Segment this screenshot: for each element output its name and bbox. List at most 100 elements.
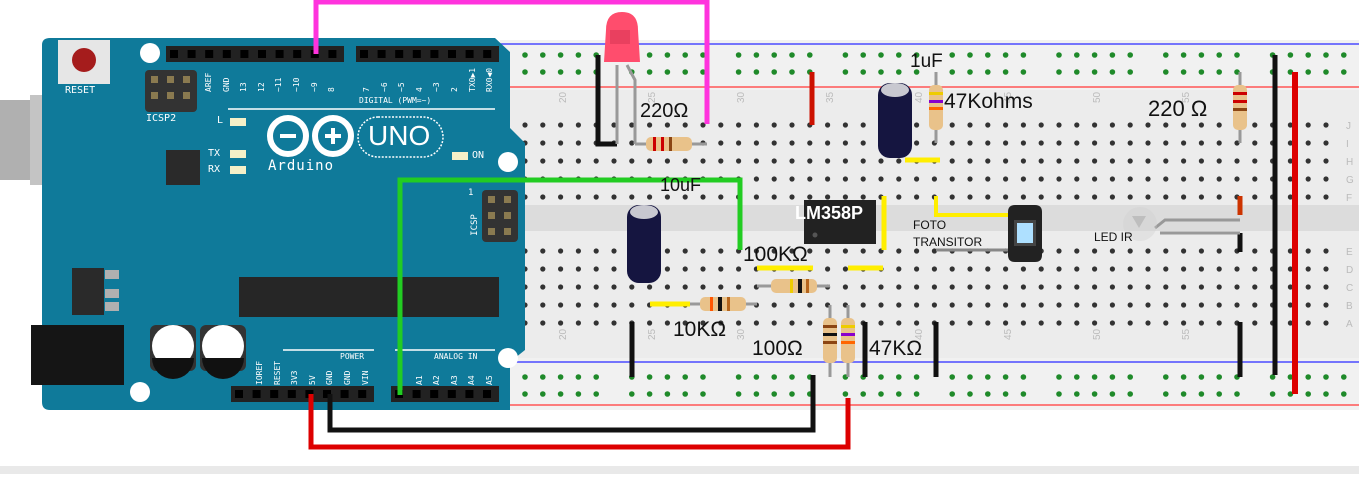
rail-hole[interactable]	[700, 374, 706, 380]
breadboard-hole[interactable]	[736, 284, 742, 290]
header-pin[interactable]	[187, 50, 196, 58]
rail-hole[interactable]	[842, 69, 849, 75]
breadboard-hole[interactable]	[825, 248, 831, 254]
breadboard-hole[interactable]	[1020, 194, 1026, 200]
rail-hole[interactable]	[878, 52, 884, 58]
rail-hole[interactable]	[896, 374, 902, 380]
breadboard-hole[interactable]	[664, 248, 671, 254]
breadboard-hole[interactable]	[1020, 158, 1026, 164]
breadboard-hole[interactable]	[1003, 320, 1009, 326]
lm358p-ic[interactable]	[804, 200, 876, 244]
breadboard-hole[interactable]	[914, 266, 920, 272]
breadboard-hole[interactable]	[682, 194, 688, 200]
breadboard-hole[interactable]	[575, 122, 582, 128]
breadboard-hole[interactable]	[611, 248, 617, 254]
breadboard-hole[interactable]	[1109, 302, 1115, 308]
breadboard-hole[interactable]	[753, 320, 760, 326]
header-pin[interactable]	[328, 50, 337, 58]
rail-hole[interactable]	[664, 52, 671, 58]
breadboard-hole[interactable]	[718, 122, 724, 128]
header-pin[interactable]	[287, 390, 296, 398]
rail-hole[interactable]	[1341, 391, 1347, 397]
rail-hole[interactable]	[522, 52, 528, 58]
breadboard-hole[interactable]	[807, 194, 813, 200]
breadboard-hole[interactable]	[753, 122, 760, 128]
breadboard-hole[interactable]	[1323, 140, 1329, 146]
header-pin[interactable]	[377, 50, 386, 58]
rail-hole[interactable]	[896, 69, 902, 75]
breadboard-hole[interactable]	[611, 302, 617, 308]
breadboard-hole[interactable]	[629, 158, 635, 164]
breadboard-hole[interactable]	[753, 158, 760, 164]
breadboard-hole[interactable]	[949, 140, 955, 146]
breadboard-hole[interactable]	[914, 194, 920, 200]
rail-hole[interactable]	[1341, 69, 1347, 75]
rail-hole[interactable]	[753, 391, 760, 397]
breadboard-hole[interactable]	[1181, 320, 1187, 326]
breadboard-hole[interactable]	[1109, 158, 1115, 164]
breadboard-hole[interactable]	[1092, 176, 1098, 182]
ir-led[interactable]	[1123, 207, 1157, 241]
rail-hole[interactable]	[1287, 391, 1294, 397]
breadboard-hole[interactable]	[1145, 248, 1151, 254]
breadboard-hole[interactable]	[1092, 194, 1098, 200]
breadboard-hole[interactable]	[1252, 122, 1258, 128]
breadboard-hole[interactable]	[629, 194, 635, 200]
breadboard-hole[interactable]	[575, 248, 582, 254]
rail-hole[interactable]	[664, 69, 671, 75]
rail-hole[interactable]	[1287, 69, 1294, 75]
breadboard-hole[interactable]	[967, 284, 973, 290]
rail-hole[interactable]	[1074, 391, 1080, 397]
rail-hole[interactable]	[1341, 374, 1347, 380]
breadboard-hole[interactable]	[682, 248, 688, 254]
breadboard-hole[interactable]	[1234, 158, 1240, 164]
breadboard-hole[interactable]	[1092, 140, 1098, 146]
rail-hole[interactable]	[1234, 391, 1240, 397]
rail-hole[interactable]	[1002, 52, 1009, 58]
breadboard-hole[interactable]	[611, 320, 617, 326]
breadboard-hole[interactable]	[611, 122, 617, 128]
rail-hole[interactable]	[575, 374, 582, 380]
breadboard-hole[interactable]	[1092, 284, 1098, 290]
rail-hole[interactable]	[1287, 52, 1294, 58]
breadboard-hole[interactable]	[949, 176, 955, 182]
rail-hole[interactable]	[985, 374, 991, 380]
breadboard-hole[interactable]	[1234, 284, 1240, 290]
breadboard-hole[interactable]	[1127, 140, 1133, 146]
rail-hole[interactable]	[771, 391, 777, 397]
wire-gnd[interactable]	[327, 375, 816, 433]
breadboard-hole[interactable]	[896, 302, 902, 308]
breadboard-hole[interactable]	[825, 158, 831, 164]
rail-hole[interactable]	[789, 69, 795, 75]
breadboard-hole[interactable]	[1056, 302, 1062, 308]
rail-hole[interactable]	[735, 69, 742, 75]
rail-hole[interactable]	[753, 69, 760, 75]
rail-hole[interactable]	[540, 69, 546, 75]
breadboard-hole[interactable]	[540, 302, 546, 308]
rail-hole[interactable]	[967, 69, 973, 75]
rail-hole[interactable]	[682, 52, 688, 58]
rail-hole[interactable]	[1020, 69, 1027, 75]
breadboard-hole[interactable]	[1252, 140, 1258, 146]
breadboard-hole[interactable]	[967, 302, 973, 308]
breadboard-hole[interactable]	[647, 320, 653, 326]
rail-hole[interactable]	[1020, 52, 1027, 58]
breadboard-hole[interactable]	[1074, 248, 1080, 254]
breadboard-hole[interactable]	[825, 122, 831, 128]
breadboard-hole[interactable]	[1003, 158, 1009, 164]
breadboard-hole[interactable]	[629, 284, 635, 290]
breadboard-hole[interactable]	[1216, 302, 1222, 308]
breadboard-hole[interactable]	[1181, 248, 1187, 254]
breadboard-hole[interactable]	[1163, 266, 1169, 272]
reset-button[interactable]	[72, 48, 96, 72]
breadboard-hole[interactable]	[914, 248, 920, 254]
rail-hole[interactable]	[913, 52, 920, 58]
breadboard-hole[interactable]	[842, 140, 849, 146]
rail-hole[interactable]	[1180, 69, 1187, 75]
breadboard-hole[interactable]	[1127, 122, 1133, 128]
breadboard-hole[interactable]	[1198, 302, 1204, 308]
breadboard-hole[interactable]	[825, 266, 831, 272]
breadboard-hole[interactable]	[949, 122, 955, 128]
breadboard-hole[interactable]	[1127, 194, 1133, 200]
breadboard-hole[interactable]	[1003, 140, 1009, 146]
